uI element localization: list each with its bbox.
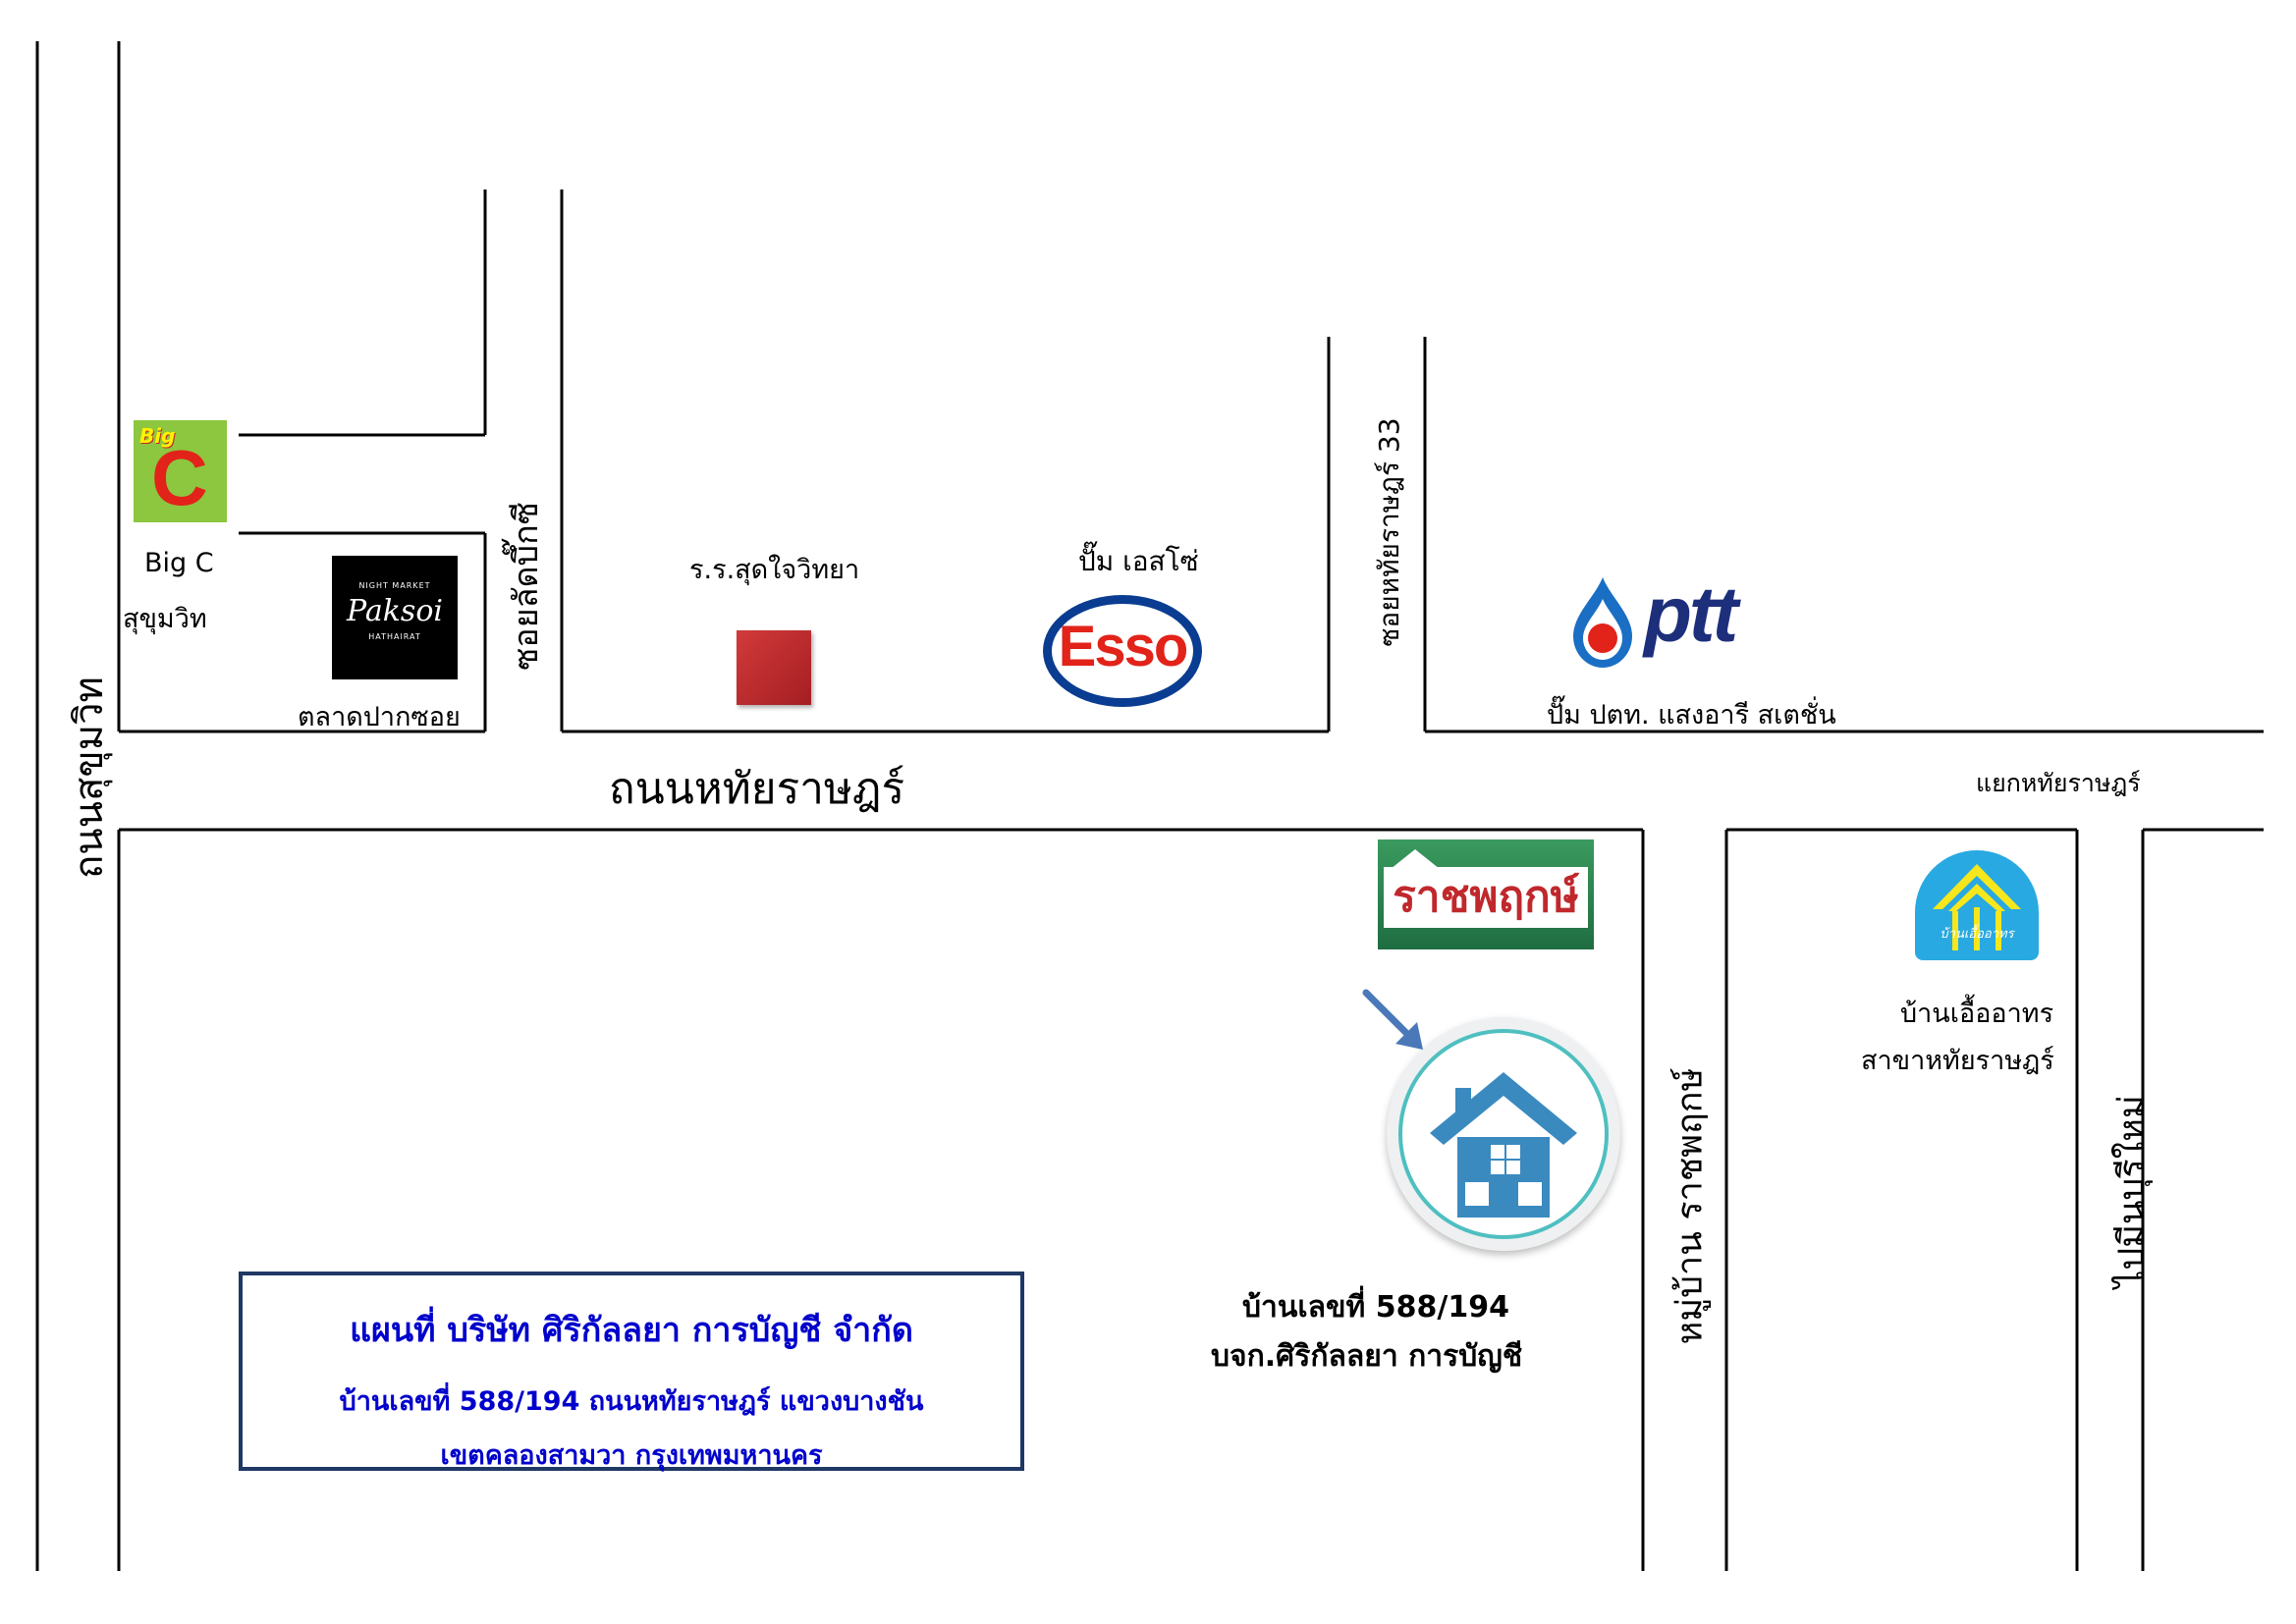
road-label-sukhumvit: ถนนสุขุมวิท <box>67 677 112 879</box>
info-box-address-line1: บ้านเลขที่ 588/194 ถนนหทัยราษฎร์ แขวงบาง… <box>339 1386 924 1417</box>
info-box: แผนที่ บริษัท ศิริกัลลยา การบัญชี จำกัด … <box>239 1272 1024 1471</box>
school-label: ร.ร.สุดใจวิทยา <box>689 555 860 585</box>
ptt-flame-icon <box>1573 577 1632 668</box>
house-icon <box>1387 1017 1620 1251</box>
road-label-muban-ratchaphruek: หมู่บ้าน ราชพฤกษ์ <box>1669 1067 1711 1345</box>
road-label-pai-min-buri-mai: ไปมีนบุรีใหม่ <box>2111 1095 2153 1288</box>
esso-logo: Esso <box>1043 595 1202 707</box>
bigc-label-line1: Big C <box>144 548 214 578</box>
paksoi-logo-top: NIGHT MARKET <box>358 581 431 590</box>
baan-uea-arthorn-label-line1: บ้านเอื้ออาทร <box>1900 999 2054 1029</box>
esso-logo-text: Esso <box>1058 615 1189 678</box>
school-marker <box>737 630 811 705</box>
ptt-label: ปั๊ม ปตท. แสงอารี สเตชั่น <box>1547 700 1836 731</box>
paksoi-logo-bottom: HATHAIRAT <box>368 632 421 641</box>
house-label-line1: บ้านเลขที่ 588/194 <box>1242 1290 1509 1325</box>
baan-uea-arthorn-label-line2: สาขาหทัยราษฎร์ <box>1861 1046 2054 1076</box>
esso-label: ปั๊ม เอสโซ่ <box>1078 545 1199 577</box>
bigc-logo-letter: C <box>151 434 208 521</box>
baan-uea-arthorn-logo: บ้านเอื้ออาทร <box>1915 850 2039 960</box>
ratchaphruek-sign: ราชพฤกษ์ <box>1378 839 1594 949</box>
info-box-address-line2: เขตคลองสามวา กรุงเทพมหานคร <box>440 1440 823 1471</box>
road-label-hathairat: ถนนหทัยราษฎร์ <box>609 764 905 814</box>
house-label-line2: บจก.ศิริกัลลยา การบัญชี <box>1211 1339 1523 1374</box>
road-label-soi-lat-bik-si: ซอยลัดบึ๊กซี <box>507 502 546 671</box>
info-box-title: แผนที่ บริษัท ศิริกัลลยา การบัญชี จำกัด <box>350 1311 913 1350</box>
baan-uea-arthorn-logo-text: บ้านเอื้ออาทร <box>1940 927 2014 942</box>
bigc-logo-text: Big <box>139 424 176 448</box>
paksoi-logo-brand: Paksoi <box>347 594 443 628</box>
road-label-hathairat-junction: แยกหทัยราษฎร์ <box>1976 769 2141 797</box>
ptt-logo: ptt <box>1571 570 1807 674</box>
arrow-icon <box>1362 989 1423 1050</box>
bigc-label-line2: สุขุมวิท <box>123 604 207 634</box>
paksoi-label: ตลาดปากซอย <box>298 702 461 732</box>
paksoi-logo: NIGHT MARKET Paksoi HATHAIRAT <box>332 556 458 679</box>
ptt-logo-text: ptt <box>1644 570 1738 658</box>
ratchaphruek-sign-text: ราชพฤกษ์ <box>1384 867 1588 928</box>
road-label-soi-hathairat-33: ซอยหทัยราษฎร์ 33 <box>1373 417 1405 647</box>
bigc-logo: Big C <box>134 420 227 522</box>
